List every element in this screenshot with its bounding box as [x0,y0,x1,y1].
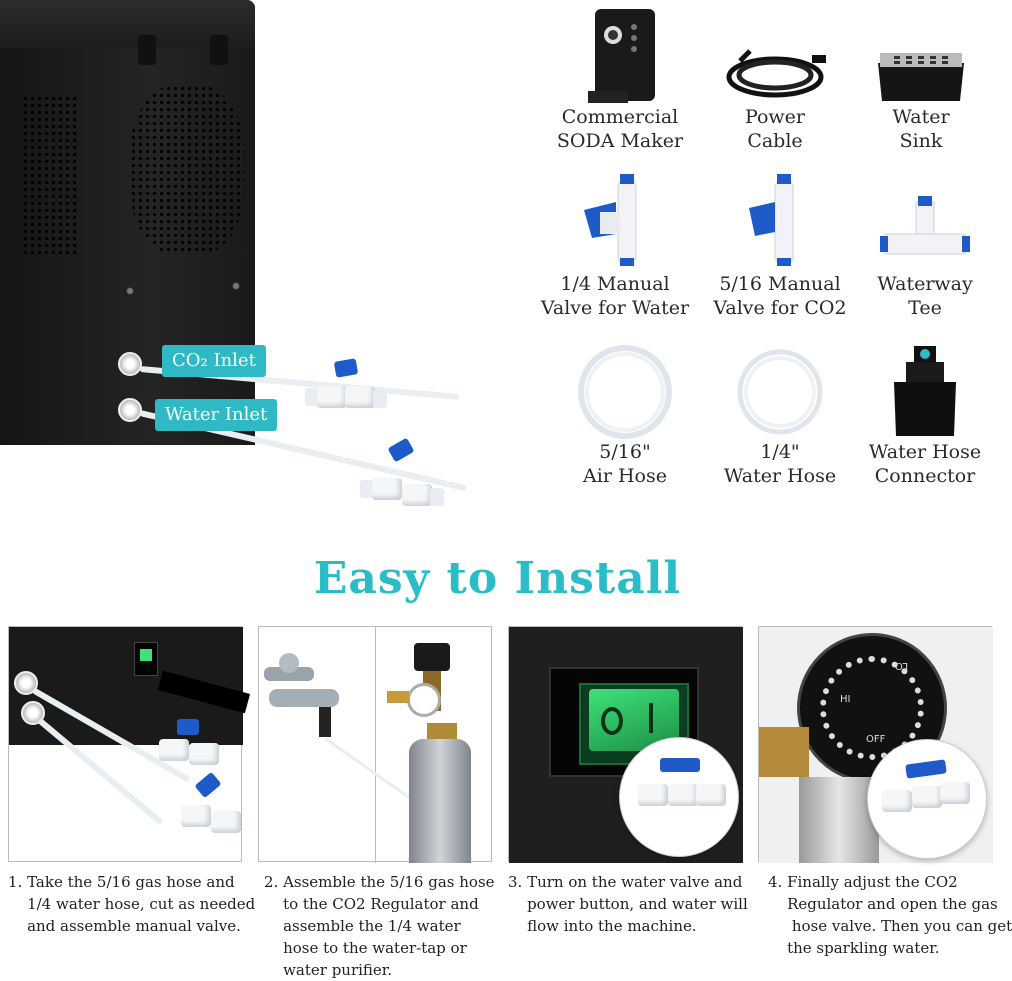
accessory-label: Waterway Tee [877,273,973,319]
accessory-water-valve: 1/4 Manual Valve for Water [540,172,690,320]
accessory-water-sink: Water Sink [846,5,996,153]
step-1-image [8,626,251,862]
step-2-image [258,626,492,863]
co2-inlet-label: CO₂ Inlet [162,345,266,377]
mount-hook [138,35,156,65]
knob-hi-label: HI [840,694,851,705]
step-2-text: 2. Assemble the 5/16 gas hose to the CO2… [264,873,495,979]
step-1-text: 1. Take the 5/16 gas hose and 1/4 water … [8,873,256,935]
valve-zoom [619,737,739,857]
step-3-text: 3. Turn on the water valve and power but… [508,873,748,935]
step-4-text: 4. Finally adjust the CO2 Regulator and … [768,873,1012,957]
accessory-label: Water Hose Connector [868,441,982,487]
knob-off-label: OFF [866,734,886,745]
section-heading: Easy to Install [313,553,682,604]
accessory-label: 1/4 Manual Valve for Water [540,273,690,319]
accessory-tee: Waterway Tee [850,172,1000,320]
knob-lo-label: LO [895,660,909,671]
accessory-co2-valve: 5/16 Manual Valve for CO2 [705,172,855,320]
valve-icon [540,172,690,272]
accessory-power-cable: Power Cable [700,5,850,153]
soda-maker-icon [545,5,695,105]
accessory-soda-maker: Commercial SODA Maker [545,5,695,153]
step-3-image [508,626,743,863]
co2-inlet-port [118,352,142,376]
drip-tray-icon [846,5,996,105]
gas-valve-zoom [867,739,987,859]
screw [232,282,240,290]
water-inlet-port [118,398,142,422]
power-cable-icon [700,5,850,105]
hose-coil-icon [550,340,700,440]
soda-machine-image [0,0,255,445]
accessory-label: Power Cable [744,106,806,152]
accessory-hose-connector: Water Hose Connector [850,340,1000,488]
step-4-image: HI LO OFF [758,626,993,863]
accessory-label: Water Sink [892,106,950,152]
screw [126,287,134,295]
accessory-label: 1/4" Water Hose [723,441,837,487]
accessory-air-hose: 5/16" Air Hose [550,340,700,488]
water-inlet-label: Water Inlet [155,399,278,431]
fan-grille [130,85,245,255]
accessory-label: Commercial SODA Maker [556,106,684,152]
mount-hook [210,35,228,65]
vent-grille [22,95,77,255]
tee-fitting-icon [850,172,1000,272]
accessory-label: 5/16" Air Hose [583,441,667,487]
valve-icon [705,172,855,272]
accessory-label: 5/16 Manual Valve for CO2 [713,273,847,319]
accessory-water-hose: 1/4" Water Hose [705,340,855,488]
hose-connector-icon [850,340,1000,440]
hose-coil-icon [705,340,855,440]
